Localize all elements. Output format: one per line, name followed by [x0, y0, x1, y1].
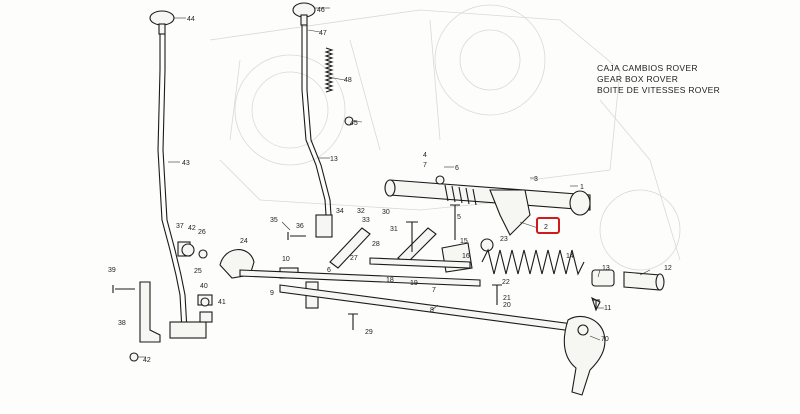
part-label-10: 10: [282, 256, 290, 263]
part-label-18: 18: [386, 277, 394, 284]
part-label-42b: 42: [188, 225, 196, 232]
part-label-48: 48: [344, 77, 352, 84]
part-label-7b: 7: [432, 287, 436, 294]
fasteners: [112, 116, 600, 362]
part-label-45: 45: [350, 120, 358, 127]
part-label-46: 46: [317, 7, 325, 14]
part-label-33: 33: [362, 217, 370, 224]
part-label-3: 3: [534, 176, 538, 183]
part-label-16: 16: [462, 253, 470, 260]
part-label-42: 42: [143, 357, 151, 364]
selector-rods: [239, 257, 581, 333]
part-label-36: 36: [296, 223, 304, 230]
part-label-15: 15: [460, 238, 468, 245]
part-label-7: 7: [423, 162, 427, 169]
highlight-label: 2: [544, 224, 548, 231]
part-label-6b: 6: [327, 267, 331, 274]
selector-fork: [563, 316, 606, 396]
part-label-30: 30: [382, 209, 390, 216]
part-label-8: 8: [430, 307, 434, 314]
part-label-19: 19: [410, 280, 418, 287]
part-label-39: 39: [108, 267, 116, 274]
title-line-es: CAJA CAMBIOS ROVER: [597, 63, 698, 73]
title-line-fr: BOITE DE VITESSES ROVER: [597, 85, 720, 95]
part-label-31: 31: [390, 226, 398, 233]
selector-shaft-upper: [384, 179, 591, 236]
part-label-21: 21: [503, 295, 511, 302]
part-label-5: 5: [457, 214, 461, 221]
part-label-28: 28: [372, 241, 380, 248]
part-label-12: 12: [664, 265, 672, 272]
diagram-title: CAJA CAMBIOS ROVER GEAR BOX ROVER BOITE …: [597, 63, 720, 95]
part-label-37: 37: [176, 223, 184, 230]
part-label-29: 29: [365, 329, 373, 336]
part-label-9: 9: [270, 290, 274, 297]
ghost-gearbox-outline: [209, 4, 681, 271]
gear-lever-right: [292, 2, 334, 238]
highlighted-callout: 2: [536, 217, 560, 234]
part-label-11: 11: [604, 305, 611, 312]
part-label-40: 40: [200, 283, 208, 290]
part-label-6: 6: [455, 165, 459, 172]
part-label-26: 26: [198, 229, 206, 236]
part-label-32: 32: [357, 208, 365, 215]
spring-and-sleeves: [481, 248, 665, 291]
part-label-14: 14: [566, 253, 574, 260]
part-label-70: 70: [601, 336, 609, 343]
part-label-13: 13: [330, 156, 338, 163]
part-label-41: 41: [218, 299, 226, 306]
part-label-23: 23: [500, 236, 508, 243]
part-label-38: 38: [118, 320, 126, 327]
part-label-47: 47: [319, 30, 327, 37]
part-label-27: 27: [350, 255, 358, 262]
part-label-24: 24: [240, 238, 248, 245]
part-label-35: 35: [270, 217, 278, 224]
part-label-43: 43: [182, 160, 190, 167]
part-label-1: 1: [580, 184, 584, 191]
part-label-44: 44: [187, 16, 195, 23]
part-label-20: 20: [503, 302, 511, 309]
gear-lever-left: [149, 10, 207, 339]
part-label-22: 22: [502, 279, 510, 286]
title-line-en: GEAR BOX ROVER: [597, 74, 678, 84]
highlight-box: [536, 217, 560, 234]
part-label-34: 34: [336, 208, 344, 215]
leader-lines: [138, 7, 651, 358]
part-label-13b: 13: [602, 265, 610, 272]
part-label-25: 25: [194, 268, 202, 275]
part-label-4: 4: [423, 152, 427, 159]
